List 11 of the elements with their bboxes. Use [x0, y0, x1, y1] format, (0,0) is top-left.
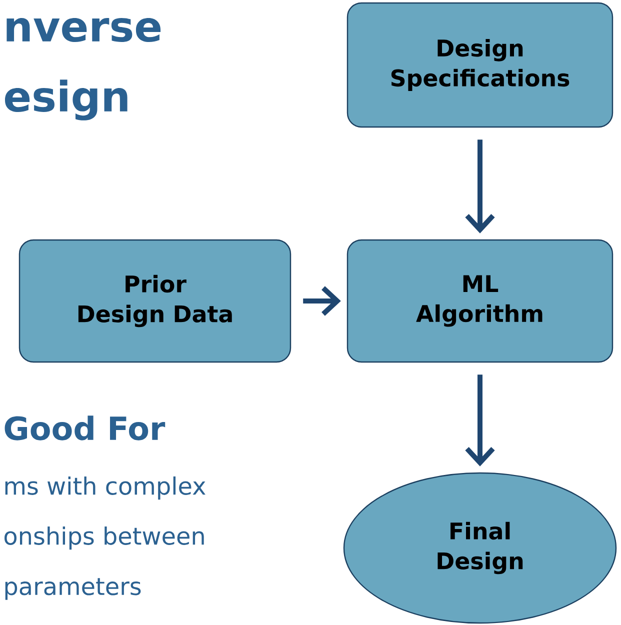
arrow — [465, 140, 495, 234]
body-text: ms with complex — [5, 476, 206, 500]
title-text: nverse — [6, 18, 161, 42]
body-text: parameters — [5, 578, 141, 600]
body-text: onships between — [4, 526, 204, 550]
heading-text: Good For — [4, 416, 166, 440]
process-box: Prior Design Data — [18, 239, 292, 363]
process-box: Design Specifications — [346, 2, 614, 128]
process-box: ML Algorithm — [346, 239, 614, 363]
arrow — [465, 374, 495, 466]
title-text: esign — [5, 80, 128, 120]
